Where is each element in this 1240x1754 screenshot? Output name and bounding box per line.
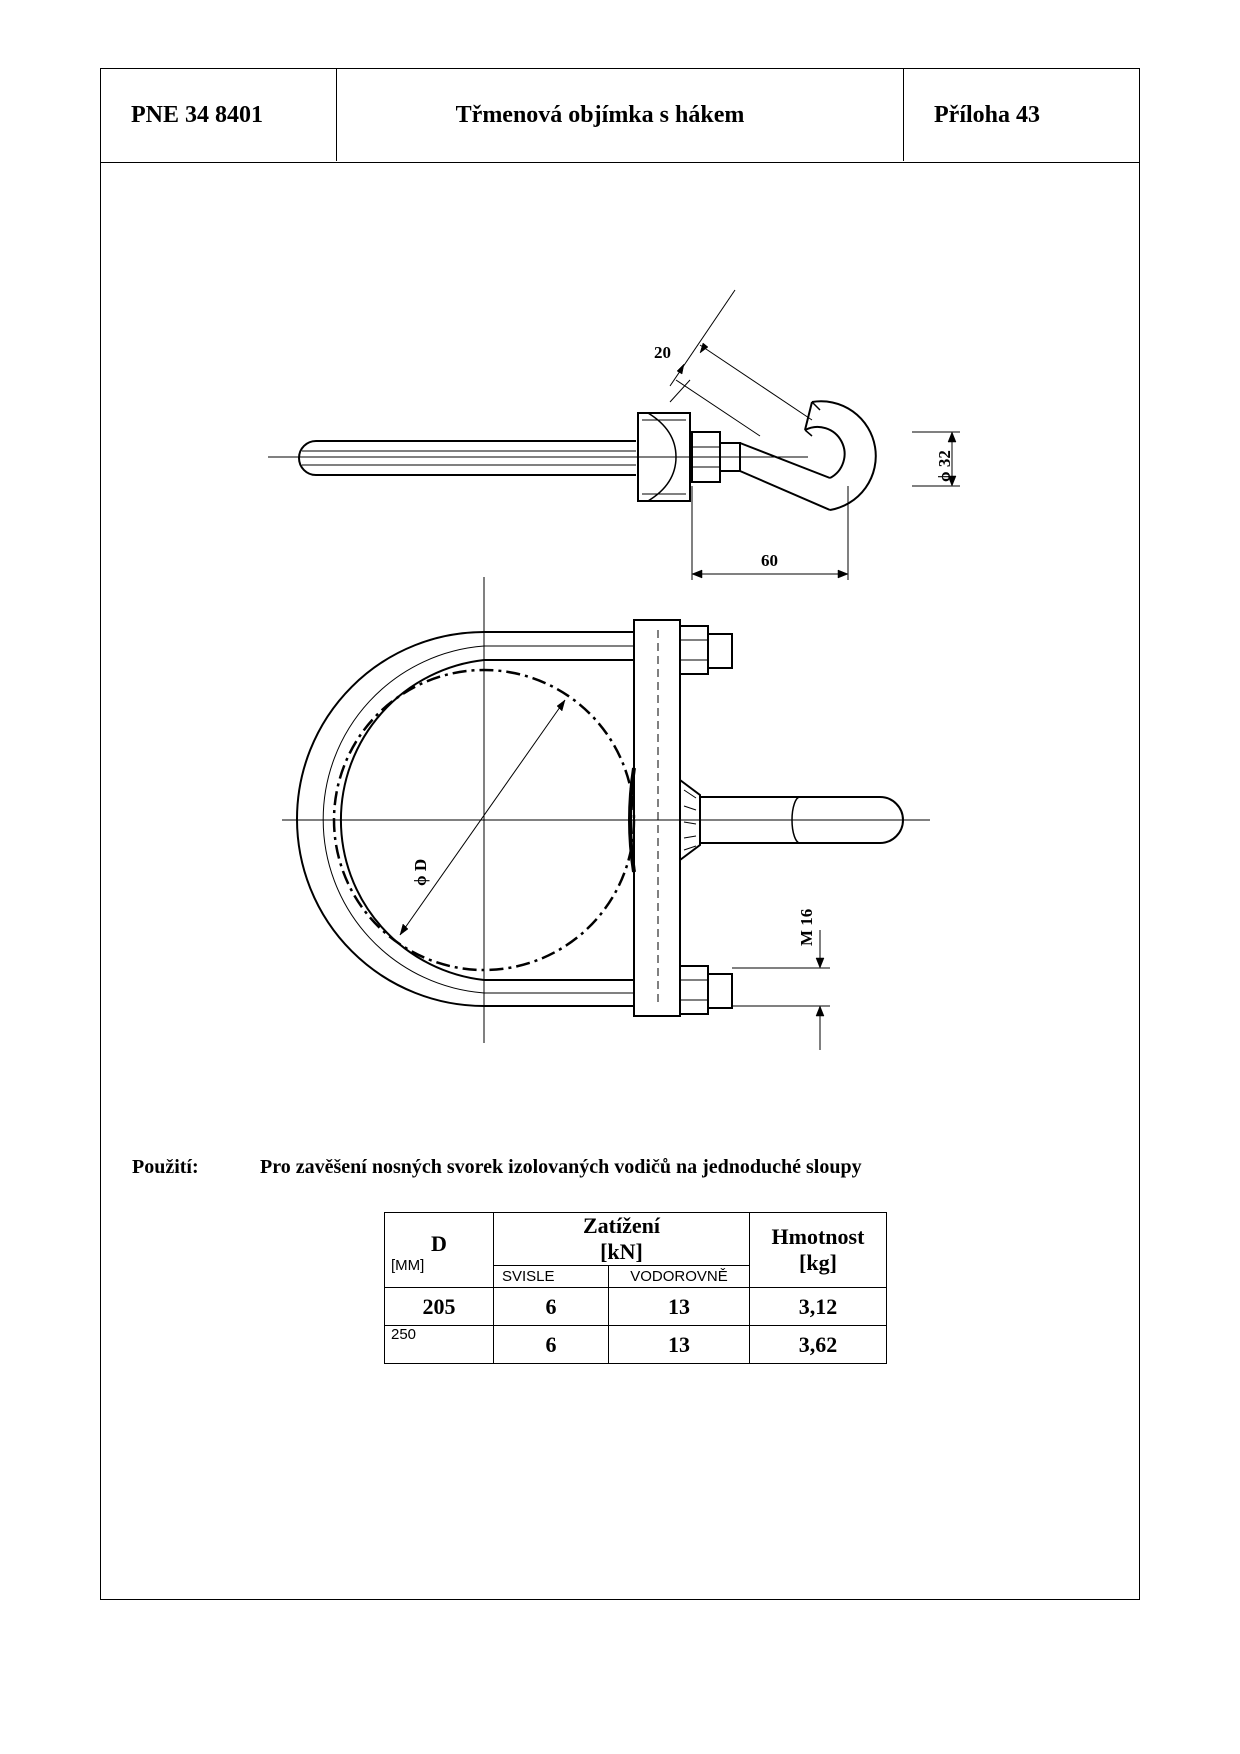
header-horizontal: VODOROVNĚ	[608, 1265, 750, 1288]
table-row: 250 6 13 3,62	[384, 1325, 887, 1364]
cell-vertical: 6	[493, 1287, 609, 1326]
title-block: PNE 34 8401 Třmenová objímka s hákem Pří…	[101, 69, 1139, 163]
cell-mass: 3,12	[749, 1287, 887, 1326]
cell-horizontal: 13	[608, 1287, 750, 1326]
header-load: Zatížení [kN]	[493, 1212, 750, 1266]
hook-side-view	[268, 289, 960, 580]
annex-number: Příloha 43	[934, 101, 1040, 128]
dimension-60: 60	[761, 551, 778, 570]
dimension-phi-32: ϕ 32	[935, 450, 954, 482]
drawing-title: Třmenová objímka s hákem	[337, 69, 904, 161]
header-mass: Hmotnost [kg]	[749, 1212, 887, 1288]
header-vertical: SVISLE	[493, 1265, 609, 1288]
drawing-sheet: PNE 34 8401 Třmenová objímka s hákem Pří…	[100, 68, 1140, 1600]
dimension-20: 20	[654, 343, 671, 362]
cell-horizontal: 13	[608, 1325, 750, 1364]
dimension-phi-d: ϕ D	[411, 859, 430, 886]
usage-text: Pro zavěšení nosných svorek izolovaných …	[260, 1156, 862, 1178]
cell-mass: 3,62	[749, 1325, 887, 1364]
specification-table: D [MM] Zatížení [kN] Hmotnost [kg] SVISL…	[384, 1212, 887, 1364]
table-row: 205 6 13 3,12	[384, 1287, 887, 1326]
standard-code: PNE 34 8401	[101, 69, 337, 161]
usage-label: Použití:	[132, 1156, 199, 1178]
cell-d: 250	[384, 1325, 494, 1364]
dimension-m16: M 16	[797, 909, 816, 946]
cell-vertical: 6	[493, 1325, 609, 1364]
header-d: D [MM]	[384, 1212, 494, 1288]
cell-d: 205	[384, 1287, 494, 1326]
u-clamp-front-view	[282, 577, 930, 1050]
